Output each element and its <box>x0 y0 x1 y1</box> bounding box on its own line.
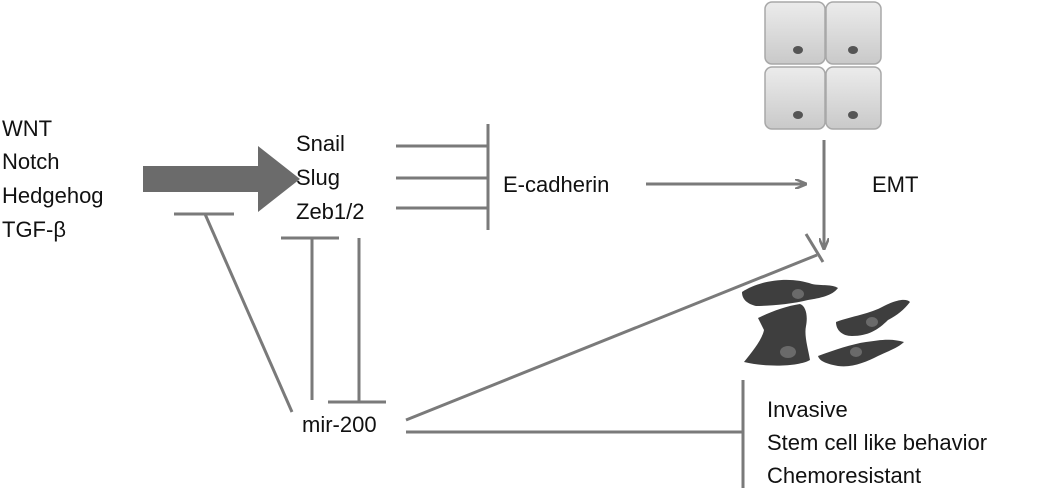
mir200-inhibits-outcomes <box>406 380 745 488</box>
ecadherin-label: E-cadherin <box>503 172 609 197</box>
signal-hedgehog: Hedgehog <box>2 183 104 208</box>
mir200-to-emt-line <box>405 253 818 422</box>
outcome-stem-cell: Stem cell like behavior <box>767 430 987 455</box>
mir200-inhibits-zeb <box>281 236 339 400</box>
tf-snail: Snail <box>296 131 345 156</box>
repression-ecadherin <box>396 124 490 230</box>
emt-inhibition-bar <box>804 233 825 263</box>
transcription-factors: Snail Slug Zeb1/2 <box>296 131 365 224</box>
outcome-chemoresistant: Chemoresistant <box>767 463 921 488</box>
zeb-inhibits-mir200 <box>328 238 386 404</box>
emt-label: EMT <box>872 172 918 197</box>
mir200-label: mir-200 <box>302 412 377 437</box>
mesenchymal-cells-icon <box>742 279 910 367</box>
signal-notch: Notch <box>2 149 59 174</box>
signal-tgf-beta: TGF-β <box>2 217 66 242</box>
mir200-inhibits-signals <box>174 212 294 413</box>
tf-zeb: Zeb1/2 <box>296 199 365 224</box>
activation-arrow <box>143 146 300 212</box>
outcomes-list: Invasive Stem cell like behavior Chemore… <box>767 397 987 488</box>
outcome-invasive: Invasive <box>767 397 848 422</box>
epithelial-cells-icon <box>764 1 882 130</box>
tf-slug: Slug <box>296 165 340 190</box>
signal-wnt: WNT <box>2 116 52 141</box>
signals-list: WNT Notch Hedgehog TGF-β <box>2 116 104 242</box>
